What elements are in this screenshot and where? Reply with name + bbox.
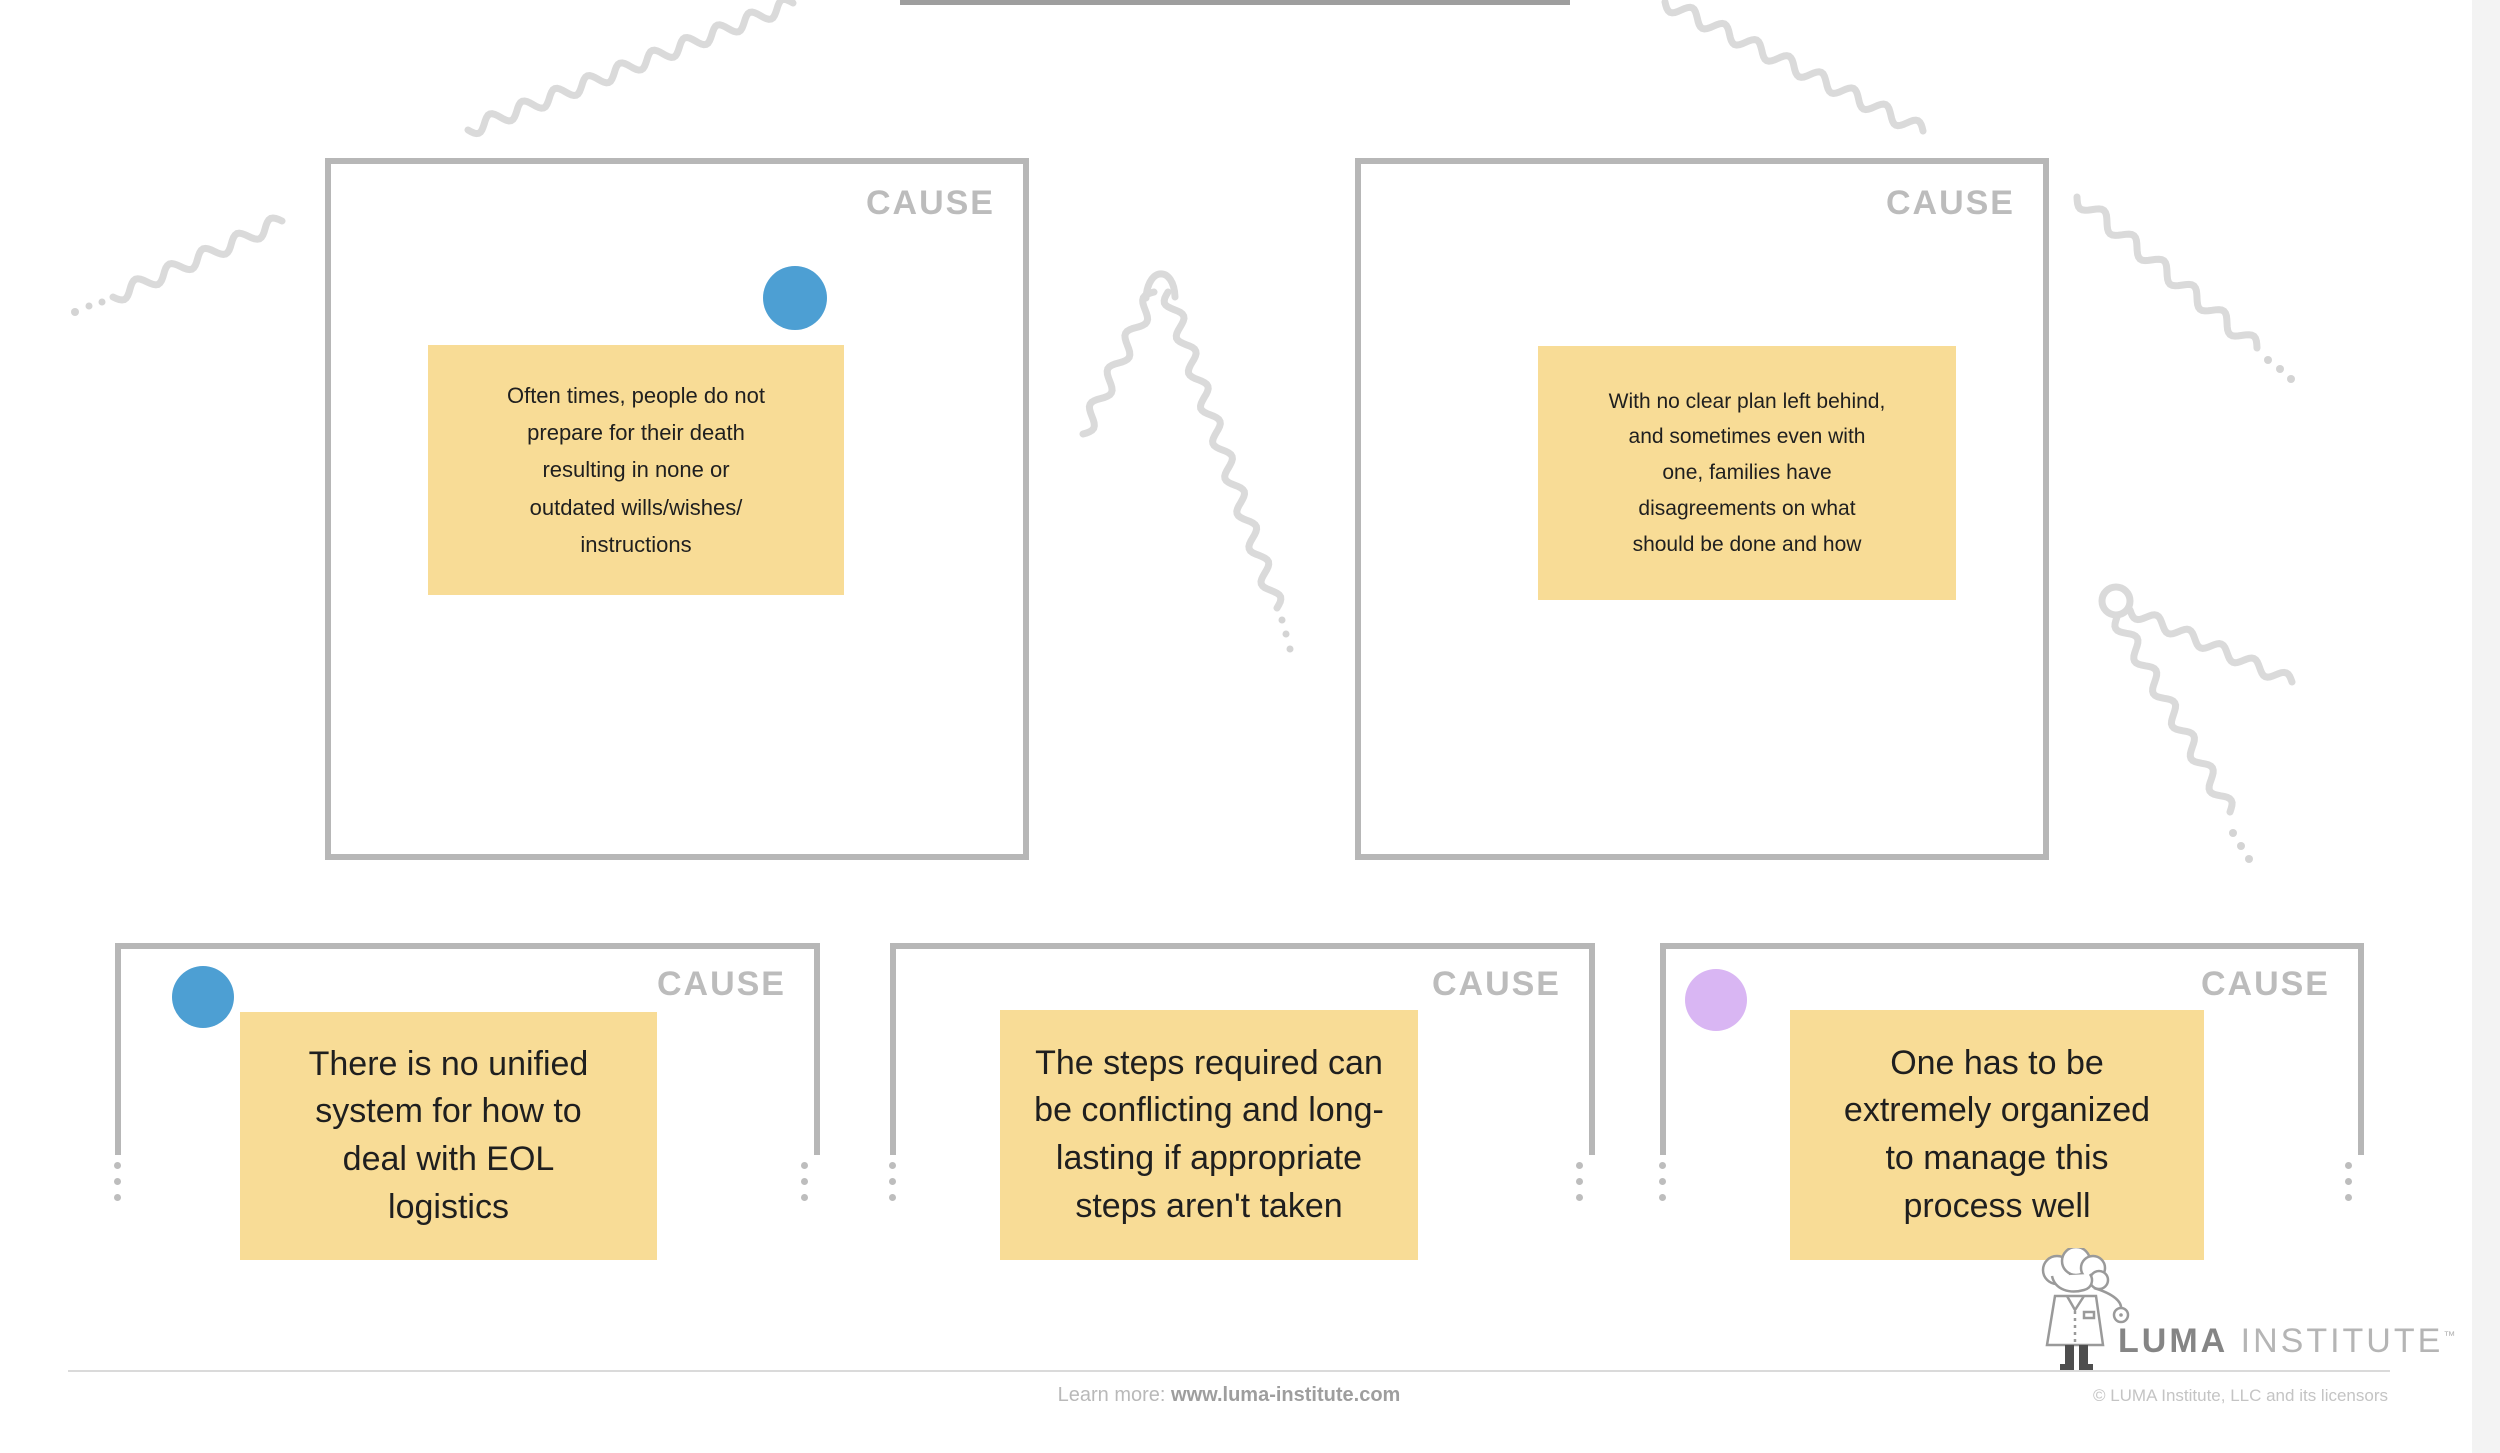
cause-frame-top-right: CAUSE	[1355, 158, 2049, 860]
mascot-pocket	[2082, 1310, 2096, 1320]
vote-dot-blue[interactable]	[763, 266, 827, 330]
frame-edge-dots	[1659, 1162, 1667, 1210]
footer-copyright: © LUMA Institute, LLC and its licensors	[2092, 1386, 2388, 1405]
loop-right-lower	[2098, 583, 2134, 619]
squiggle-line	[2126, 606, 2296, 686]
sticky-note-extremely-organized[interactable]: One has to be extremely organized to man…	[1790, 1010, 2204, 1260]
sticky-note-conflicting-steps[interactable]: The steps required can be conflicting an…	[1000, 1010, 1418, 1260]
mascot-collar	[2065, 1295, 2086, 1313]
luma-institute-logo: LUMA INSTITUTE™	[2118, 1322, 2455, 1361]
luma-mascot-illustration	[2041, 1248, 2130, 1370]
frame-edge-dots	[1576, 1162, 1584, 1210]
logo-word-luma: LUMA	[2118, 1322, 2229, 1360]
footer-divider	[68, 1370, 2390, 1372]
sticky-note-no-unified-system[interactable]: There is no unified system for how to de…	[240, 1012, 657, 1260]
squiggle-line	[1160, 288, 1285, 612]
learn-more-url[interactable]: www.luma-institute.com	[1171, 1384, 1401, 1406]
logo-trademark: ™	[2443, 1328, 2456, 1343]
effect-box-bottom-edge	[900, 0, 1570, 5]
cause-frame-bottom-right: CAUSE	[1660, 943, 2364, 1155]
vote-dot-lavender[interactable]	[1685, 969, 1747, 1031]
footer-learn-more: Learn more: www.luma-institute.com	[68, 1384, 2390, 1407]
squiggle-line	[2111, 613, 2236, 816]
squiggle-line	[1079, 288, 1158, 438]
mascot-face	[2050, 1273, 2094, 1293]
squiggle-line	[464, 0, 797, 138]
squiggle-line	[1661, 0, 1927, 135]
squiggle-line	[2073, 193, 2261, 352]
peak-apex-arc	[1142, 270, 1179, 302]
cause-frame-title: CAUSE	[865, 184, 995, 222]
cause-frame-title: CAUSE	[1885, 184, 2015, 222]
frame-edge-dots	[2345, 1162, 2353, 1210]
cause-frame-bottom-left: CAUSE	[115, 943, 820, 1155]
learn-more-label: Learn more:	[1057, 1384, 1172, 1406]
vote-dot-blue[interactable]	[172, 966, 234, 1028]
cause-frame-title: CAUSE	[656, 965, 786, 1003]
squiggle-line	[109, 214, 286, 304]
canvas-right-edge	[2472, 0, 2500, 1453]
sticky-note-no-preparation[interactable]: Often times, people do not prepare for t…	[428, 345, 844, 595]
frame-edge-dots	[801, 1162, 809, 1210]
mascot-hair	[2041, 1248, 2110, 1291]
cause-frame-bottom-middle: CAUSE	[890, 943, 1595, 1155]
mascot-legs	[2060, 1345, 2093, 1370]
frame-edge-dots	[889, 1162, 897, 1210]
cause-frame-title: CAUSE	[1431, 965, 1561, 1003]
sticky-note-family-disagreements[interactable]: With no clear plan left behind, and some…	[1538, 346, 1956, 600]
cause-frame-title: CAUSE	[2200, 965, 2330, 1003]
cause-frame-top-left: CAUSE	[325, 158, 1029, 860]
logo-word-institute: INSTITUTE	[2228, 1322, 2444, 1360]
frame-edge-dots	[114, 1162, 122, 1210]
